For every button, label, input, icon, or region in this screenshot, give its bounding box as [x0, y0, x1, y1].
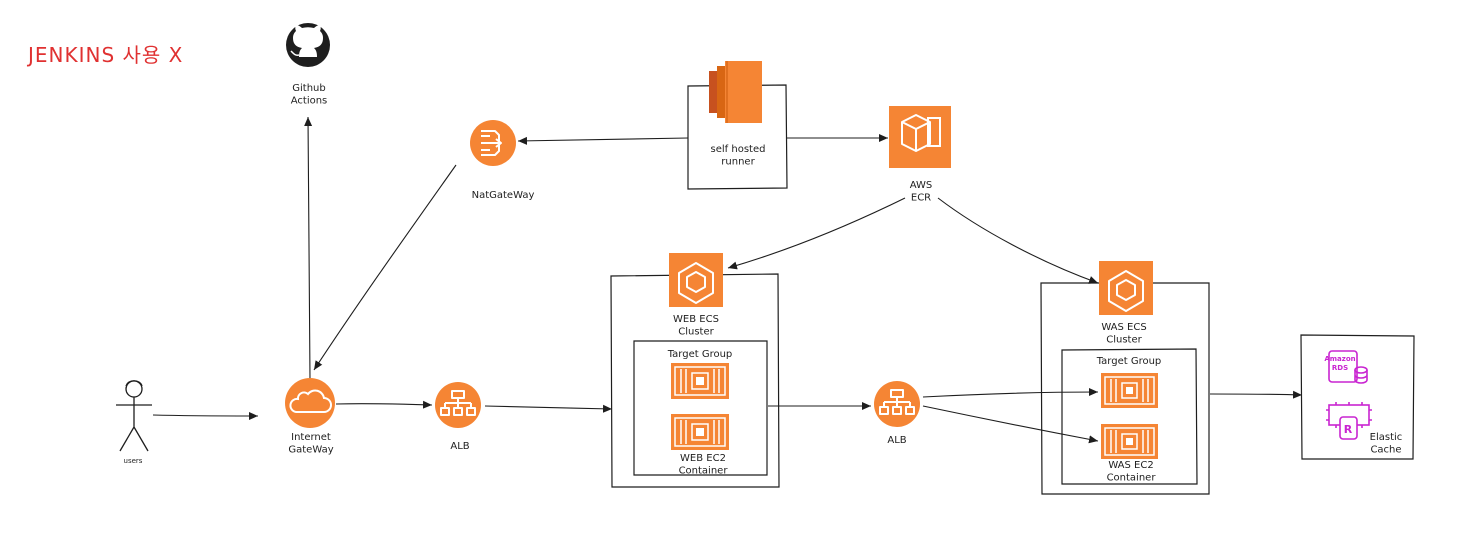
users-node: users [116, 380, 152, 465]
edge-runner-natgw [517, 136, 689, 145]
edges [152, 116, 1303, 444]
ecr-icon [889, 106, 951, 168]
redis-glyph: R [1344, 423, 1353, 436]
container-icon [671, 414, 729, 450]
alb1-node: ALB [435, 382, 481, 452]
edge-alb1-web [484, 404, 613, 413]
ecs-icon [1099, 261, 1153, 315]
edge-igw-alb1 [335, 400, 433, 409]
alb1-label: ALB [450, 441, 469, 452]
edge-users-igw [152, 411, 259, 420]
user-icon [116, 380, 152, 452]
web-target-group-box [633, 340, 768, 476]
ecs-icon [669, 253, 723, 307]
ec2-compute-icon [709, 61, 762, 123]
edge-ecr-was [937, 197, 1099, 284]
alb-icon [435, 382, 481, 428]
container-icon [1101, 373, 1158, 408]
github-icon [286, 23, 330, 67]
web-target-group-label: Target Group [667, 349, 733, 360]
natgw-label: NatGateWay [472, 190, 535, 201]
container-icon [1101, 424, 1158, 459]
db-box [1300, 334, 1415, 460]
elasticache-icon: R [1326, 402, 1372, 440]
alb2-node: ALB [874, 381, 920, 446]
was-target-group-box [1061, 348, 1198, 485]
edge-was-db [1209, 390, 1303, 399]
edge-ecr-web [727, 197, 906, 270]
was-target-group-label: Target Group [1096, 356, 1162, 367]
natgw-node: NatGateWay [470, 120, 534, 201]
alb-icon [874, 381, 920, 427]
alb2-label: ALB [887, 435, 906, 446]
users-label: users [124, 457, 143, 465]
jenkins-note: JENKINS 사용 X [26, 43, 183, 67]
container-icon [671, 363, 729, 399]
edge-alb2-was2 [922, 405, 1099, 444]
edge-igw-github [304, 116, 313, 381]
internet-gateway-icon [285, 378, 335, 428]
edge-alb2-was1 [922, 388, 1099, 398]
nat-gateway-icon [470, 120, 516, 166]
edge-natgw-igw [313, 164, 457, 371]
